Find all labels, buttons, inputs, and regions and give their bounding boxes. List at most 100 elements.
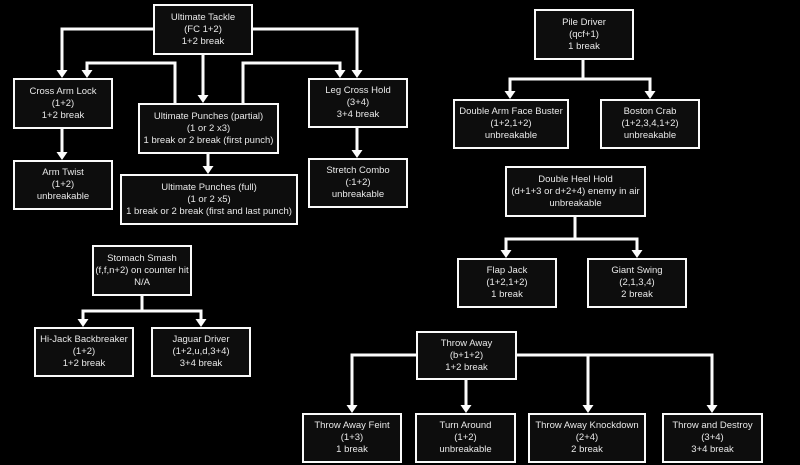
move-command: (:1+2) (345, 177, 371, 188)
move-break: 2 break (621, 289, 653, 300)
move-break: 1 break (568, 40, 600, 52)
move-command: (1+2,1+2) (486, 277, 528, 288)
move-command: (1+2) (454, 432, 477, 443)
node-throw-away-knockdown: Throw Away Knockdown (2+4) 2 break (528, 413, 646, 463)
connector-pile-driver-to-boston-crab (583, 77, 656, 99)
move-break: unbreakable (549, 197, 602, 209)
move-name: Throw Away (440, 337, 493, 349)
node-ultimate-tackle: Ultimate Tackle (FC 1+2) 1+2 break (153, 4, 253, 55)
node-stretch-combo: Stretch Combo (:1+2) unbreakable (308, 158, 408, 208)
move-command: (1+2,1+2) (490, 118, 532, 129)
move-name: Throw and Destroy (672, 420, 753, 431)
move-break: 1+2 break (181, 35, 225, 47)
node-ultimate-punches-full: Ultimate Punches (full) (1 or 2 x5) 1 br… (120, 174, 298, 225)
move-name: Stomach Smash (107, 252, 177, 264)
node-cross-arm-lock: Cross Arm Lock (1+2) 1+2 break (13, 78, 113, 129)
move-name: Pile Driver (562, 16, 606, 28)
move-break: unbreakable (484, 130, 538, 141)
move-break: 3+4 break (179, 358, 223, 369)
node-pile-driver: Pile Driver (qcf+1) 1 break (534, 9, 634, 60)
move-break: N/A (134, 276, 150, 288)
move-break: unbreakable (331, 189, 385, 200)
node-flap-jack: Flap Jack (1+2,1+2) 1 break (457, 258, 557, 308)
node-jaguar-driver: Jaguar Driver (1+2,u,d,3+4) 3+4 break (151, 327, 251, 377)
connector-ultimate-punches-partial-to-leg-cross-hold (241, 61, 346, 103)
move-break: 1+2 break (41, 109, 85, 121)
node-hi-jack-backbreaker: Hi-Jack Backbreaker (1+2) 1+2 break (34, 327, 134, 377)
move-break: 1 break or 2 break (first punch) (143, 134, 274, 146)
node-leg-cross-hold: Leg Cross Hold (3+4) 3+4 break (308, 78, 408, 128)
move-name: Arm Twist (42, 167, 84, 178)
connector-double-heel-hold-to-flap-jack (500, 217, 577, 258)
connector-throw-away-to-turn-around (460, 380, 472, 413)
move-break: 1 break (491, 289, 523, 300)
connector-ultimate-punches-partial-to-cross-arm-lock (81, 61, 177, 103)
connector-stomach-smash-to-hi-jack-backbreaker (77, 296, 144, 327)
node-ultimate-punches-partial: Ultimate Punches (partial) (1 or 2 x3) 1… (138, 103, 279, 154)
move-break: unbreakable (439, 444, 492, 455)
move-break: 3+4 break (691, 444, 734, 455)
move-command: (1+2,3,4,1+2) (621, 118, 679, 129)
move-command: (d+1+3 or d+2+4) enemy in air (511, 185, 640, 197)
connector-double-heel-hold-to-giant-swing (575, 237, 643, 258)
move-name: Ultimate Tackle (170, 11, 236, 23)
move-name: Ultimate Punches (partial) (153, 110, 264, 122)
move-name: Boston Crab (623, 106, 677, 117)
move-name: Throw Away Feint (314, 420, 390, 431)
move-break: 1+2 break (445, 361, 488, 373)
node-throw-away: Throw Away (b+1+2) 1+2 break (416, 331, 517, 380)
move-name: Jaguar Driver (172, 334, 230, 345)
move-name: Throw Away Knockdown (535, 420, 639, 431)
node-arm-twist: Arm Twist (1+2) unbreakable (13, 160, 113, 210)
move-command: (1 or 2 x5) (187, 193, 231, 205)
move-command: (1+3) (340, 432, 364, 443)
move-command: (3+4) (701, 432, 724, 443)
connector-cross-arm-lock-to-arm-twist (56, 129, 68, 160)
connector-throw-away-to-throw-and-destroy (588, 353, 718, 413)
move-break: unbreakable (623, 130, 677, 141)
connector-ultimate-punches-partial-to-ultimate-punches-full (202, 154, 214, 174)
connector-stomach-smash-to-jaguar-driver (142, 309, 207, 327)
move-name: Flap Jack (486, 265, 528, 276)
move-name: Hi-Jack Backbreaker (40, 334, 128, 345)
move-break: 1+2 break (62, 358, 106, 369)
node-throw-away-feint: Throw Away Feint (1+3) 1 break (302, 413, 402, 463)
node-giant-swing: Giant Swing (2,1,3,4) 2 break (587, 258, 687, 308)
move-name: Stretch Combo (326, 165, 390, 176)
move-command: (1 or 2 x3) (186, 122, 231, 134)
move-name: Leg Cross Hold (325, 85, 391, 96)
connector-throw-away-to-throw-away-feint (346, 353, 416, 413)
move-command: (2,1,3,4) (619, 277, 655, 288)
node-boston-crab: Boston Crab (1+2,3,4,1+2) unbreakable (600, 99, 700, 149)
node-stomach-smash: Stomach Smash (f,f,n+2) on counter hit N… (92, 245, 192, 296)
move-command: (1+2) (51, 97, 75, 109)
node-turn-around: Turn Around (1+2) unbreakable (415, 413, 516, 463)
move-command: (f,f,n+2) on counter hit (95, 264, 189, 276)
move-command: (b+1+2) (449, 349, 484, 361)
move-name: Double Heel Hold (538, 173, 613, 185)
move-command: (qcf+1) (569, 28, 599, 40)
move-command: (3+4) (346, 97, 370, 108)
move-name: Ultimate Punches (full) (161, 181, 257, 193)
move-command: (FC 1+2) (184, 23, 222, 35)
move-command: (1+2) (72, 346, 96, 357)
move-command: (1+2) (51, 179, 75, 190)
node-double-arm-face-buster: Double Arm Face Buster (1+2,1+2) unbreak… (453, 99, 569, 149)
connector-ultimate-tackle-to-leg-cross-hold (253, 27, 363, 78)
move-name: Giant Swing (611, 265, 663, 276)
move-name: Cross Arm Lock (29, 85, 97, 97)
move-name: Double Arm Face Buster (459, 106, 563, 117)
move-name: Turn Around (439, 420, 492, 431)
move-break: 1 break or 2 break (first and last punch… (126, 205, 292, 217)
connector-leg-cross-hold-to-stretch-combo (351, 128, 363, 158)
connector-pile-driver-to-double-arm-face-buster (504, 60, 585, 99)
connector-ultimate-tackle-to-ultimate-punches-partial (197, 55, 209, 103)
connector-throw-away-to-throw-away-knockdown (517, 353, 594, 413)
move-command: (2+4) (575, 432, 599, 443)
node-double-heel-hold: Double Heel Hold (d+1+3 or d+2+4) enemy … (505, 166, 646, 217)
node-throw-and-destroy: Throw and Destroy (3+4) 3+4 break (662, 413, 763, 463)
move-break: unbreakable (36, 191, 90, 202)
move-break: 1 break (336, 444, 368, 455)
